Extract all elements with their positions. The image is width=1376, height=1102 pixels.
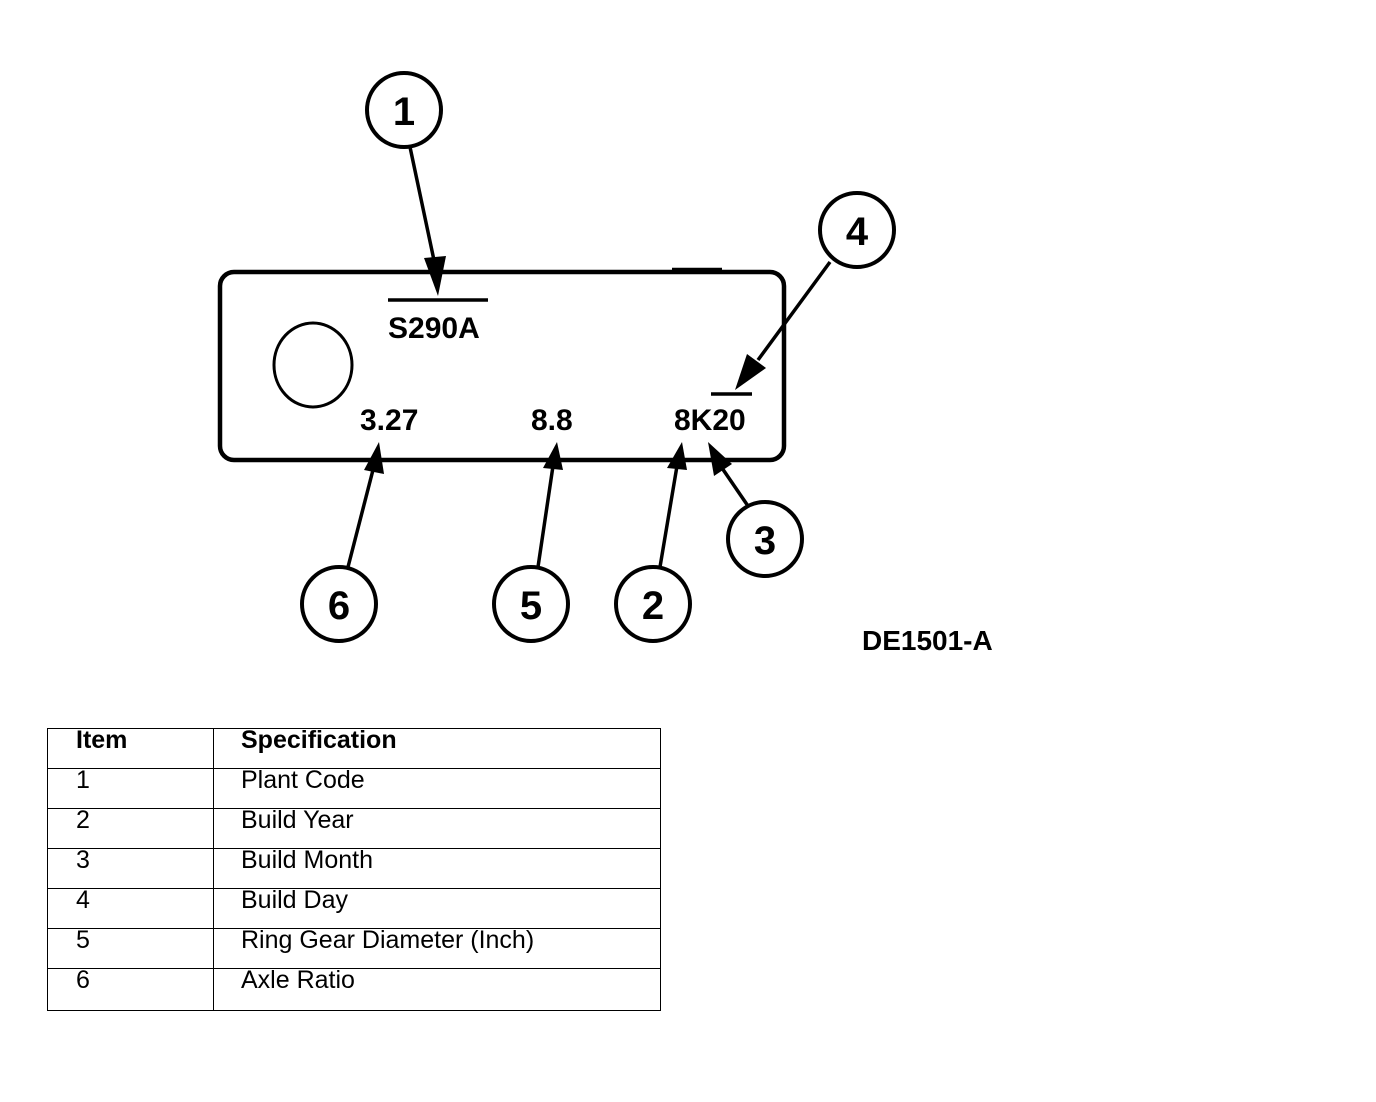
mounting-hole xyxy=(272,321,354,409)
row-item: 5 xyxy=(47,928,214,969)
callout-number-1: 1 xyxy=(393,90,415,134)
figure-id: DE1501-A xyxy=(862,625,993,656)
row-specification: Build Year xyxy=(213,808,661,849)
arrowhead-4 xyxy=(735,354,766,390)
table-row: 3 Build Month xyxy=(47,848,661,889)
header-item: Item xyxy=(47,728,214,769)
callout-number-5: 5 xyxy=(520,584,542,628)
row-item: 3 xyxy=(47,848,214,889)
callout-circle-1 xyxy=(365,71,443,149)
table-row: 2 Build Year xyxy=(47,808,661,849)
callout-circle-4 xyxy=(818,191,896,269)
axle-ratio-text: 3.27 xyxy=(360,404,418,437)
ring-gear-text: 8.8 xyxy=(531,404,573,437)
arrowhead-6 xyxy=(364,442,384,474)
spec-table: Item Specification 1 Plant Code 2 Build … xyxy=(47,728,661,1011)
row-specification: Build Day xyxy=(213,888,661,929)
header-specification: Specification xyxy=(213,728,661,769)
arrow-2 xyxy=(658,465,679,568)
arrow-5 xyxy=(536,465,555,568)
callout-circle-6 xyxy=(300,565,378,643)
arrow-4 xyxy=(756,260,832,362)
plant-code-text: S290A xyxy=(388,312,480,345)
callout-circle-3 xyxy=(726,500,804,578)
arrow-3 xyxy=(720,467,750,507)
arrow-6 xyxy=(346,465,376,568)
arrow-1 xyxy=(408,146,437,266)
row-specification: Build Month xyxy=(213,848,661,889)
arrowhead-2 xyxy=(667,442,687,470)
arrowhead-1 xyxy=(424,256,446,296)
callout-number-6: 6 xyxy=(328,584,350,628)
row-item: 6 xyxy=(47,968,214,1011)
callout-number-3: 3 xyxy=(754,519,776,563)
table-row: 1 Plant Code xyxy=(47,768,661,809)
row-item: 4 xyxy=(47,888,214,929)
date-code-text: 8K20 xyxy=(674,404,746,437)
callout-number-2: 2 xyxy=(642,584,664,628)
table-row: 5 Ring Gear Diameter (Inch) xyxy=(47,928,661,969)
row-item: 1 xyxy=(47,768,214,809)
table-row: 6 Axle Ratio xyxy=(47,968,661,1011)
axle-tag-diagram: S290A 3.27 8.8 8K20 1 4 3 6 5 2 DE1501-A xyxy=(217,71,993,656)
arrowhead-5 xyxy=(543,442,563,470)
table-row: 4 Build Day xyxy=(47,888,661,929)
callout-circle-5 xyxy=(492,565,570,643)
row-specification: Axle Ratio xyxy=(213,968,661,1011)
row-specification: Plant Code xyxy=(213,768,661,809)
row-specification: Ring Gear Diameter (Inch) xyxy=(213,928,661,969)
callout-circle-2 xyxy=(614,565,692,643)
table-header-row: Item Specification xyxy=(47,728,661,769)
callout-number-4: 4 xyxy=(846,210,869,254)
tag-plate xyxy=(217,269,787,463)
arrowhead-3 xyxy=(708,442,732,476)
row-item: 2 xyxy=(47,808,214,849)
